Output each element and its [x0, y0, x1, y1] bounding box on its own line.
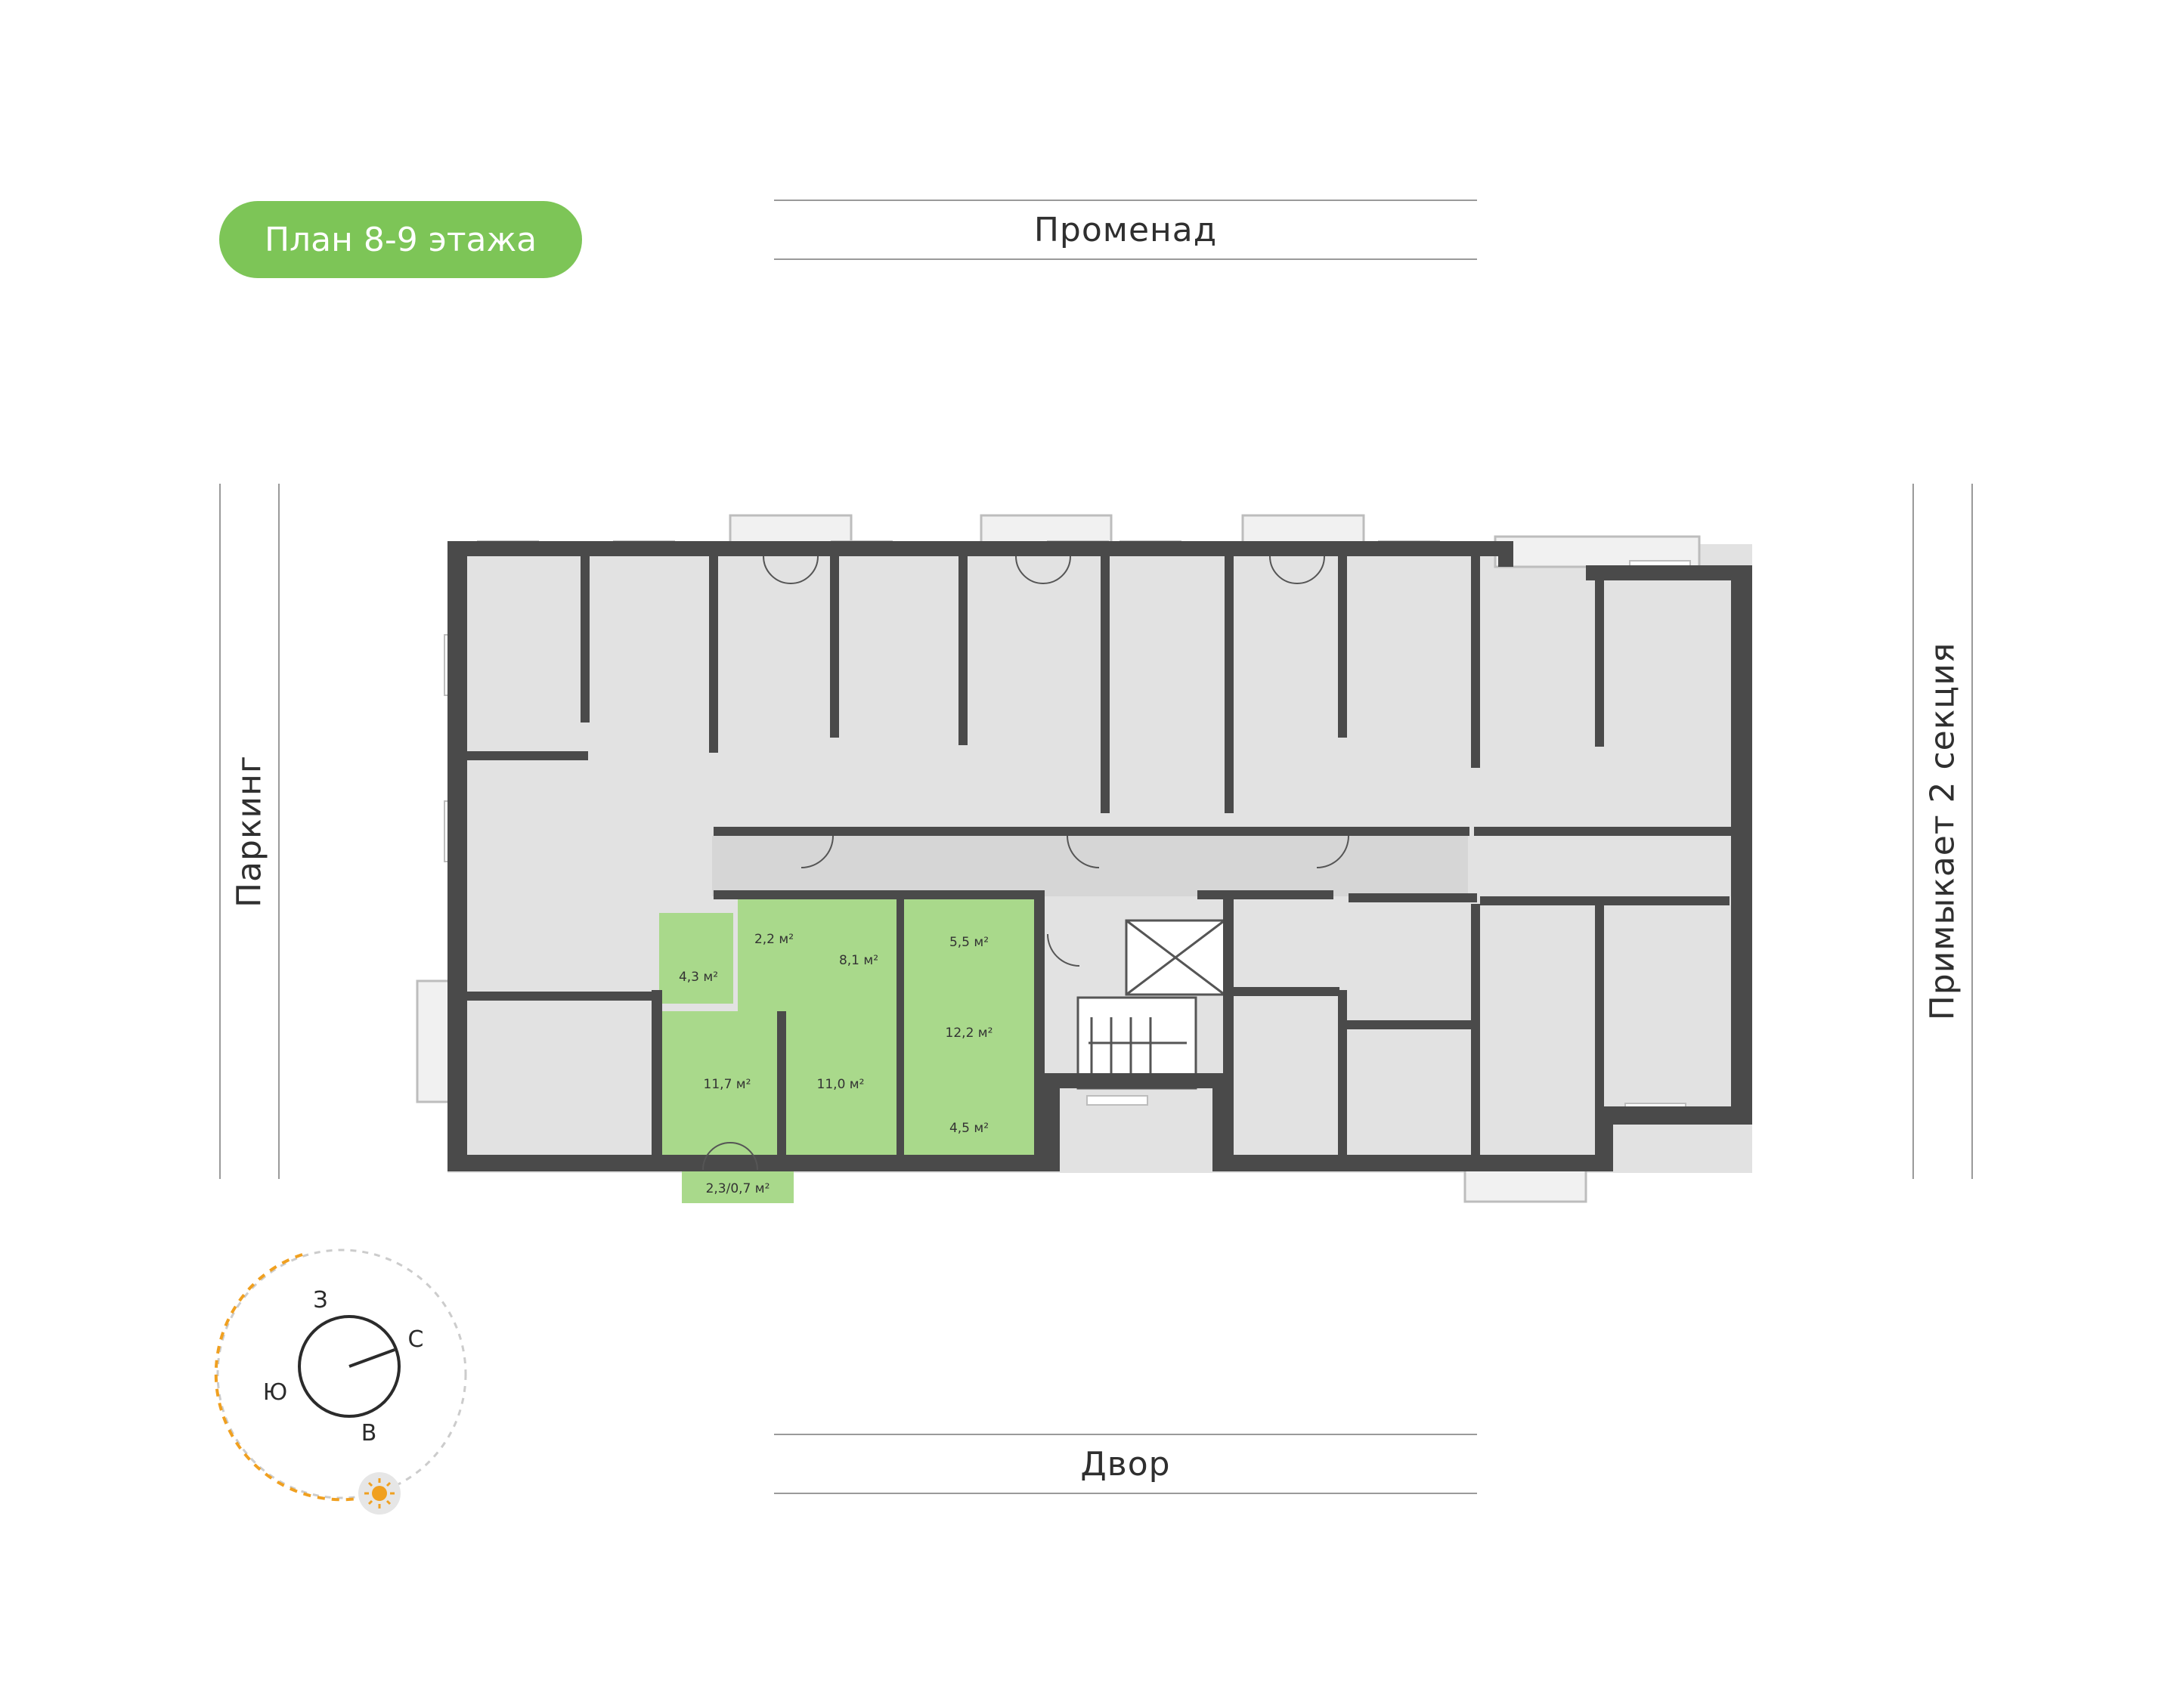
- room-labels: 4,3 м² 2,2 м² 8,1 м² 5,5 м² 12,2 м² 4,5 …: [679, 932, 993, 1196]
- floor-plan-title: План 8-9 этажа: [219, 201, 582, 278]
- compass-west: З: [313, 1287, 327, 1313]
- street-top-label: Променад: [1033, 210, 1218, 249]
- room-label-hall: 8,1 м²: [839, 953, 878, 968]
- sun-icon: [358, 1472, 401, 1515]
- walls: [447, 541, 1752, 1171]
- room-label-living: 12,2 м²: [946, 1026, 993, 1041]
- compass-north: С: [408, 1326, 424, 1353]
- compass-east: В: [361, 1420, 377, 1447]
- street-bottom-label: Двор: [1080, 1444, 1171, 1484]
- room-label-wc: 2,2 м²: [754, 932, 794, 947]
- compass-south: Ю: [263, 1379, 287, 1406]
- room-label-bed1: 11,7 м²: [704, 1077, 751, 1092]
- room-label-dining: 4,5 м²: [949, 1121, 989, 1136]
- street-right: Примыкает 2 секция: [1912, 484, 1973, 1179]
- street-left: Паркинг: [219, 484, 280, 1179]
- room-label-kitchen: 5,5 м²: [949, 935, 989, 950]
- street-bottom: Двор: [774, 1434, 1477, 1494]
- compass: З С Ю В: [214, 1249, 467, 1515]
- room-label-bed2: 11,0 м²: [817, 1077, 865, 1092]
- door-swings: [702, 555, 1349, 1171]
- street-top: Променад: [774, 200, 1477, 260]
- room-label-balcony: 2,3/0,7 м²: [706, 1181, 770, 1196]
- room-label-bath: 4,3 м²: [679, 970, 718, 985]
- highlighted-apartment: [659, 890, 1034, 1203]
